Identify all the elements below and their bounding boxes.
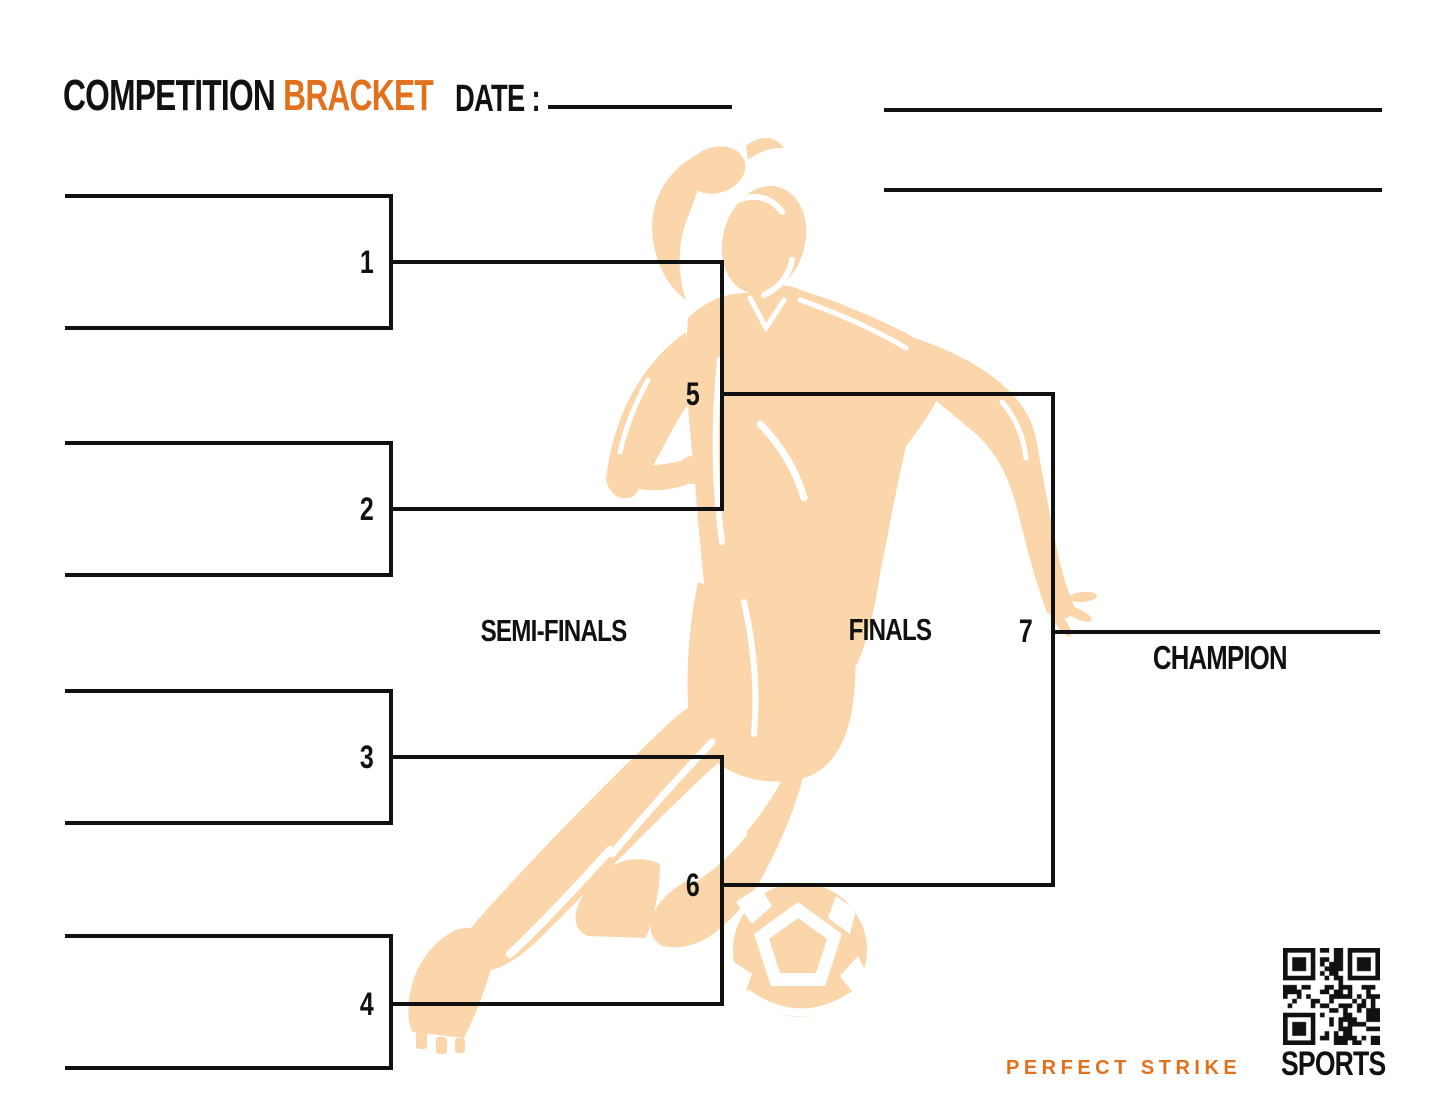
match-6-number: 6 bbox=[685, 867, 699, 903]
player-figure bbox=[408, 137, 1097, 1054]
date-label: DATE : bbox=[455, 78, 541, 120]
soccer-ball-icon bbox=[724, 883, 868, 1017]
match-2-number: 2 bbox=[359, 491, 373, 527]
qr-code bbox=[1283, 948, 1380, 1045]
semifinals-label: SEMI-FINALS bbox=[481, 613, 628, 648]
match-7-number: 7 bbox=[1018, 613, 1032, 649]
title-word-bracket: BRACKET bbox=[283, 71, 434, 120]
match-3-number: 3 bbox=[359, 739, 373, 775]
brand-logo-perfect-strike: PERFECT STRIKE bbox=[1006, 1057, 1242, 1079]
match-4-number: 4 bbox=[359, 986, 373, 1022]
finals-label: FINALS bbox=[848, 612, 932, 647]
title-word-competition: COMPETITION bbox=[63, 71, 276, 120]
brand-logo-sports: SPORTS bbox=[1281, 1045, 1386, 1083]
page-title: COMPETITION BRACKET bbox=[63, 74, 577, 118]
match-5-number: 5 bbox=[685, 376, 699, 412]
champion-label: CHAMPION bbox=[1153, 639, 1288, 676]
match-1-number: 1 bbox=[359, 244, 373, 280]
